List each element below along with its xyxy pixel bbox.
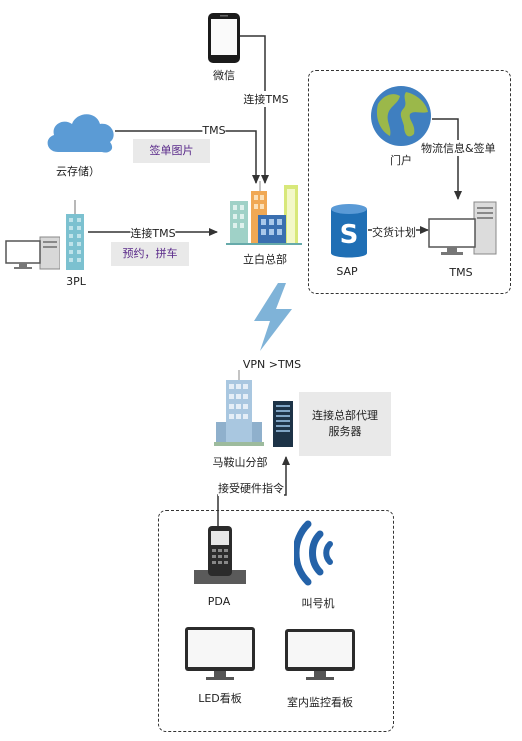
headquarters-buildings-icon (226, 181, 302, 245)
edge-wechat-hq-label: 连接TMS (243, 91, 289, 107)
led-monitor-icon (185, 627, 255, 680)
monitor-label: 室内监控看板 (287, 696, 353, 709)
branch-building-icon (214, 370, 264, 446)
branch-note: 连接总部代理服务器 (299, 392, 391, 456)
edge-cloud-hq-label: TMS (202, 124, 226, 137)
sap-database-icon: S (331, 204, 367, 258)
signal-waves-icon (294, 520, 333, 586)
edge-wechat-hq (240, 35, 269, 184)
edge-devices-branch-label: 接受硬件指令 (218, 480, 284, 496)
vpn-label: VPN >TMS (242, 358, 302, 371)
cloud-note: 签单图片 (133, 139, 210, 163)
globe-icon (371, 86, 431, 146)
tms-label: TMS (449, 266, 473, 279)
pda-label: PDA (207, 595, 231, 608)
devices-group (158, 510, 394, 732)
led-label: LED看板 (198, 692, 242, 705)
proxy-server-icon (273, 401, 293, 447)
cloud-icon (47, 114, 114, 153)
cloud-label: 云存储） (56, 165, 100, 178)
smartphone-icon (208, 13, 240, 63)
desktop-computer-icon (5, 236, 60, 270)
edge-cloud-hq (115, 130, 260, 184)
hq-label: 立白总部 (243, 253, 287, 266)
office-tower-icon (66, 200, 84, 270)
edge-sap-tms-label: 交货计划 (372, 224, 416, 240)
3pl-note: 预约，拼车 (111, 242, 189, 266)
svg-text:S: S (340, 220, 359, 250)
sap-label: SAP (336, 265, 358, 278)
tms-system-group (308, 70, 511, 294)
pda-handheld-icon (194, 526, 246, 584)
tms-server-computer-icon (428, 201, 497, 255)
caller-label: 叫号机 (301, 597, 335, 610)
monitoring-display-icon (285, 629, 355, 680)
portal-label: 门户 (390, 154, 412, 167)
edge-3pl-hq-label: 连接TMS (130, 225, 176, 241)
wechat-label: 微信 (213, 69, 235, 82)
lightning-bolt-icon (254, 283, 292, 351)
edge-portal-tms-label: 物流信息&签单 (421, 140, 496, 156)
branch-label: 马鞍山分部 (212, 456, 268, 469)
edge-portal-tms (432, 118, 462, 200)
3pl-label: 3PL (66, 275, 86, 288)
